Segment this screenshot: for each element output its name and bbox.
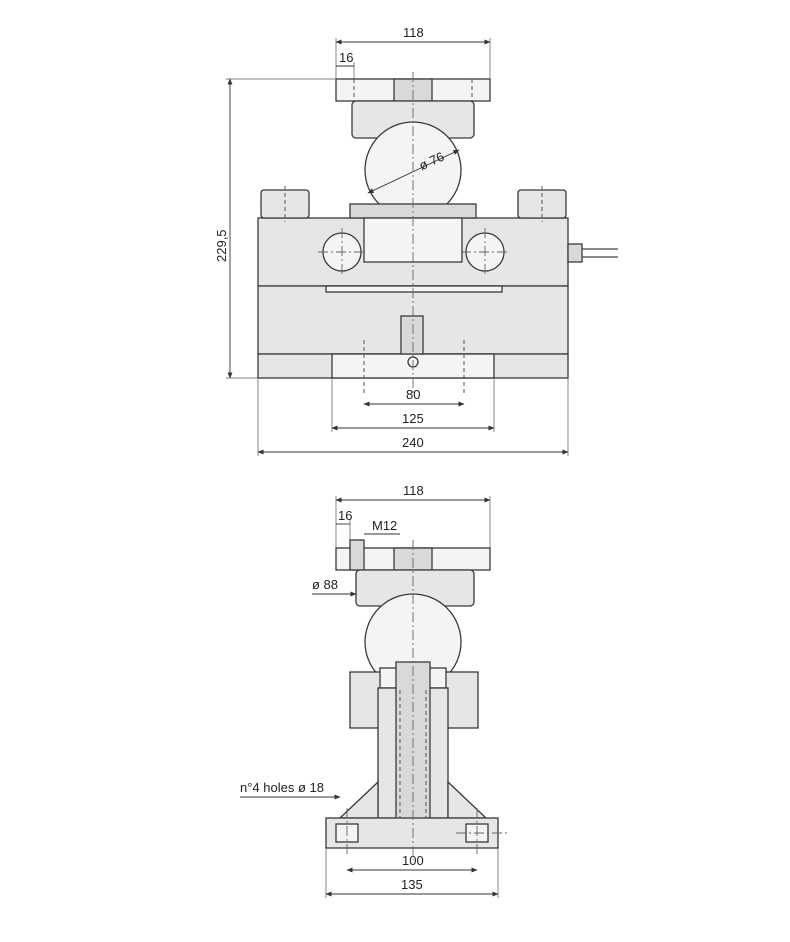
right-gusset (447, 780, 488, 819)
base-mid-label: 125 (402, 411, 424, 426)
height-label: 229,5 (214, 229, 229, 262)
side-base-total-label: 135 (401, 877, 423, 892)
base-inner-label: 80 (406, 387, 420, 402)
m12-bolt (349, 539, 365, 571)
side-base-inner-label: 100 (402, 853, 424, 868)
center-clamp (400, 315, 424, 355)
side-view: 118 16 M12 ø 88 n°4 holes ø 18 100 135 (240, 483, 510, 898)
base-total-label: 240 (402, 435, 424, 450)
side-offset-label: 16 (338, 508, 352, 523)
thread-label: M12 (372, 518, 397, 533)
holes-label: n°4 holes ø 18 (240, 780, 324, 795)
offset-label: 16 (339, 50, 353, 65)
cap-diameter-label: ø 88 (312, 577, 338, 592)
body-groove (325, 285, 503, 293)
left-gusset (338, 780, 379, 819)
cable-gland (567, 243, 583, 263)
top-width-label: 118 (403, 25, 424, 40)
top-view: ø 76 118 (214, 25, 618, 456)
cable (582, 248, 618, 258)
side-top-width-label: 118 (403, 483, 424, 498)
